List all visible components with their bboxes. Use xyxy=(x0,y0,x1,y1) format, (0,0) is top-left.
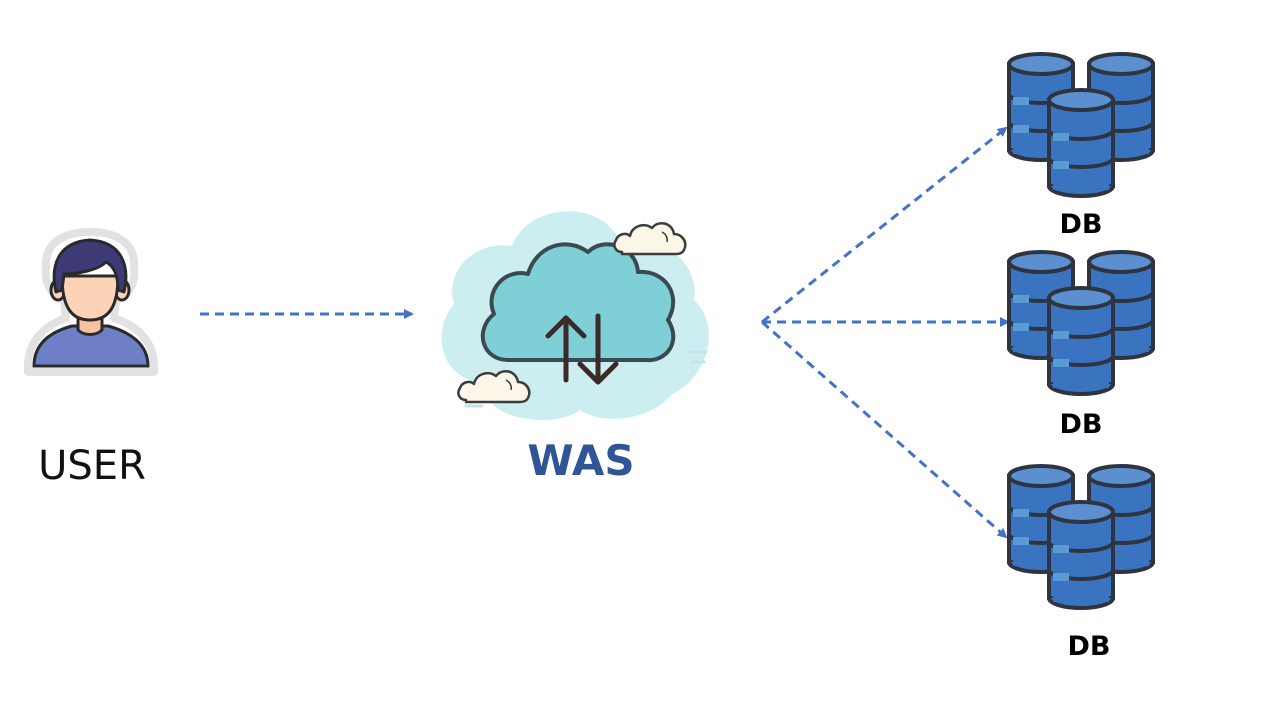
edge-was-to-db-3 xyxy=(761,320,1008,539)
database-cluster-icon xyxy=(1009,54,1153,196)
user-avatar-icon xyxy=(23,228,159,376)
cloud-sync-icon xyxy=(441,211,709,421)
db-label-2: DB xyxy=(1059,409,1103,440)
db-label-3: DB xyxy=(1067,631,1111,662)
user-label: USER xyxy=(38,443,146,489)
database-cluster-icon xyxy=(1009,252,1153,394)
was-label: WAS xyxy=(527,436,635,485)
db-label-1: DB xyxy=(1059,209,1103,240)
database-cluster-icon xyxy=(1009,466,1153,608)
edge-was-to-db-1 xyxy=(761,126,1008,324)
